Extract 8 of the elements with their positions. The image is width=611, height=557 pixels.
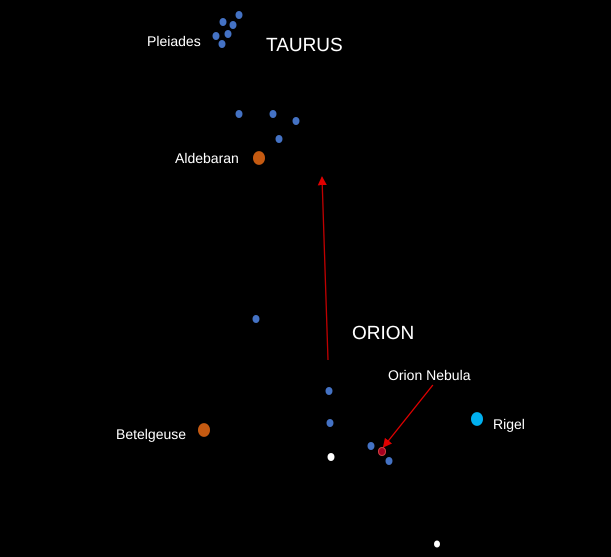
leader-line xyxy=(382,384,434,448)
star-label: Aldebaran xyxy=(175,149,239,167)
star-label: Rigel xyxy=(493,415,525,433)
star-label: Pleiades xyxy=(147,32,201,50)
constellation-label: ORION xyxy=(352,322,414,346)
star-label: Orion Nebula xyxy=(388,366,472,385)
star-label: Betelgeuse xyxy=(116,425,186,443)
constellation-label: TAURUS xyxy=(266,34,343,58)
